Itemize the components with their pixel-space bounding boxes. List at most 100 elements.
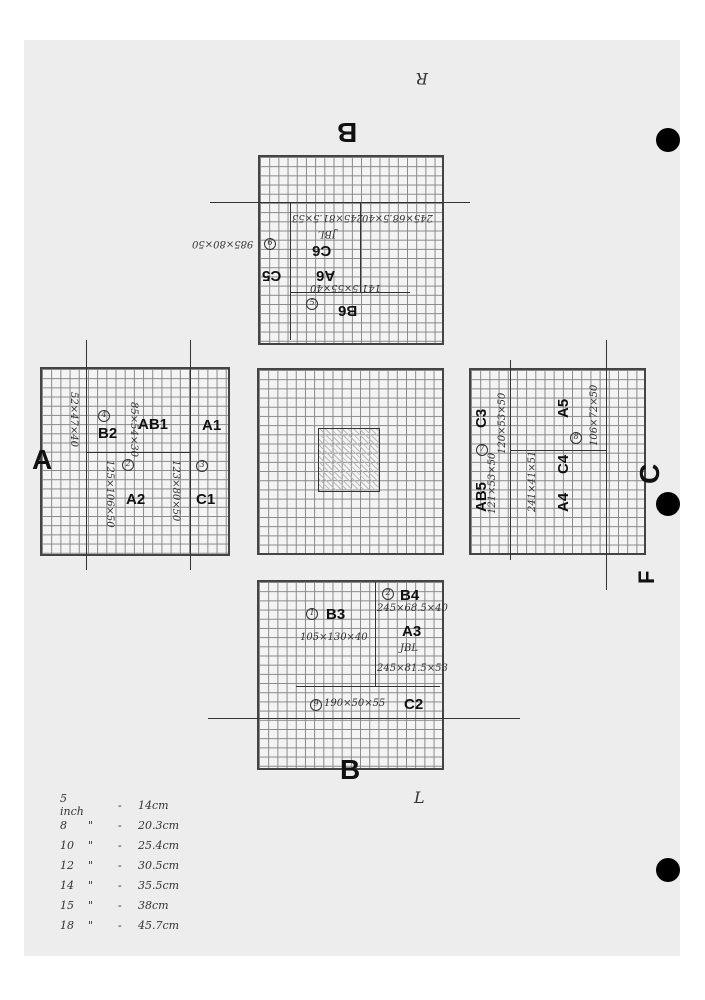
panel-right-edge-label: F: [634, 570, 659, 584]
dimension-note: 245×81.5×53: [377, 663, 448, 674]
dimension-note: 245×81.5×53: [292, 212, 363, 223]
note-value: 35.5cm: [138, 878, 180, 892]
panel-left-guide: [190, 340, 191, 570]
center-square: [318, 428, 380, 492]
label-c5: C5: [262, 267, 282, 284]
panel-top-guide: [210, 202, 470, 203]
note-mark: ": [88, 818, 94, 832]
label-c6: C6: [312, 242, 332, 259]
note-value: 38cm: [138, 898, 169, 912]
circle-number: 6: [264, 238, 276, 250]
note-mark: ": [88, 858, 94, 872]
label-a4: A4: [555, 492, 572, 512]
dimension-note: JBL: [400, 643, 418, 654]
dimension-note: 245×68.5×40: [377, 603, 448, 614]
note-separator: -: [118, 858, 122, 872]
note-size: 12: [60, 858, 74, 872]
circle-number: 2: [122, 459, 134, 471]
letter-l: L: [414, 788, 425, 807]
label-a1: A1: [202, 417, 222, 434]
dimension-note: 190×50×55: [324, 698, 386, 709]
label-a2: A2: [126, 491, 146, 508]
panel-bottom-guide: [208, 718, 520, 719]
note-row: 10"-25.4cm: [60, 835, 208, 855]
punch-hole-bottom: [656, 858, 680, 882]
note-row: 14 " - 35.5cm: [60, 875, 208, 895]
note-row: 5 inch - 14cm: [60, 792, 208, 818]
punch-hole-middle: [656, 492, 680, 516]
label-a6: A6: [316, 267, 336, 284]
dimension-note: 120×53×50: [497, 392, 508, 454]
label-b3: B3: [326, 606, 346, 623]
dimension-note: 121×53×50: [487, 452, 498, 514]
panel-bottom-grid: [257, 580, 444, 770]
note-separator: -: [118, 898, 122, 912]
note-row: 12 " - 30.5cm: [60, 855, 208, 875]
label-c4: C4: [555, 454, 572, 474]
label-b6: B6: [338, 302, 358, 319]
note-size: 18: [60, 918, 74, 932]
note-size: 5 inch: [60, 792, 84, 818]
note-mark: ": [88, 918, 94, 932]
label-c3: C3: [473, 408, 490, 428]
note-separator: -: [118, 798, 122, 812]
letter-r: R: [416, 69, 429, 88]
panel-left-side-label: A: [32, 444, 53, 475]
punch-hole-top: [656, 128, 680, 152]
panel-right-guide: [606, 340, 607, 590]
label-a5: A5: [555, 398, 572, 418]
note-row: 8"-20.3cm: [60, 815, 208, 835]
dimension-note: 245×68.5×40: [362, 212, 433, 223]
label-c1: C1: [196, 491, 216, 508]
circle-number: 9: [310, 699, 322, 711]
label-b4: B4: [400, 587, 420, 604]
note-mark: ": [88, 838, 94, 852]
panel-bottom-divider: [375, 582, 376, 686]
panel-top-divider: [290, 292, 410, 293]
note-value: 25.4cm: [138, 838, 180, 852]
dimension-note: 141.5×55×40: [310, 282, 381, 293]
note-mark: ": [88, 898, 94, 912]
dimension-note: 106×72×50: [589, 384, 600, 446]
note-value: 45.7cm: [138, 918, 180, 932]
dimension-note: JBL: [318, 228, 336, 239]
label-b1: AB1: [138, 416, 169, 433]
circle-number: 1: [306, 608, 318, 620]
note-value: 14cm: [138, 798, 169, 812]
dimension-note: 52×47×40: [68, 392, 79, 447]
note-mark: ": [88, 878, 94, 892]
note-separator: -: [118, 878, 122, 892]
panel-right-grid: [469, 368, 646, 555]
panel-right-side-label: C: [634, 463, 665, 484]
panel-top-side-label: B: [337, 117, 358, 148]
label-c2: C2: [404, 696, 424, 713]
panel-top-divider: [360, 202, 361, 292]
panel-bottom-side-label: B: [340, 754, 361, 785]
circle-number: 2: [382, 588, 394, 600]
panel-bottom-divider: [296, 686, 440, 687]
panel-right-divider: [510, 450, 606, 451]
dimension-note: 123×80×50: [170, 460, 181, 522]
panel-right-guide: [510, 360, 511, 560]
circle-number: 7: [476, 444, 488, 456]
note-size: 10: [60, 838, 74, 852]
circle-number: 4: [98, 410, 110, 422]
dimension-note: 125×106×50: [104, 460, 115, 528]
circle-number: 5: [306, 298, 318, 310]
note-separator: -: [118, 918, 122, 932]
note-row: 18 " - 45.7cm: [60, 915, 208, 935]
dimension-note: 241×41×51: [527, 450, 538, 512]
note-size: 14: [60, 878, 74, 892]
note-separator: -: [118, 818, 122, 832]
dimension-note: 85×54×30: [128, 402, 139, 457]
dimension-note: 105×130×40: [300, 632, 368, 643]
note-row: 15"-38cm: [60, 895, 208, 915]
panel-top-divider: [290, 202, 291, 340]
note-value: 30.5cm: [138, 858, 180, 872]
dimension-note: 985×80×50: [192, 238, 254, 249]
circle-number: 3: [196, 460, 208, 472]
panel-left-divider: [86, 452, 191, 453]
circle-number: 8: [570, 432, 582, 444]
label-b2: B2: [98, 425, 118, 442]
note-size: 8: [60, 818, 67, 832]
